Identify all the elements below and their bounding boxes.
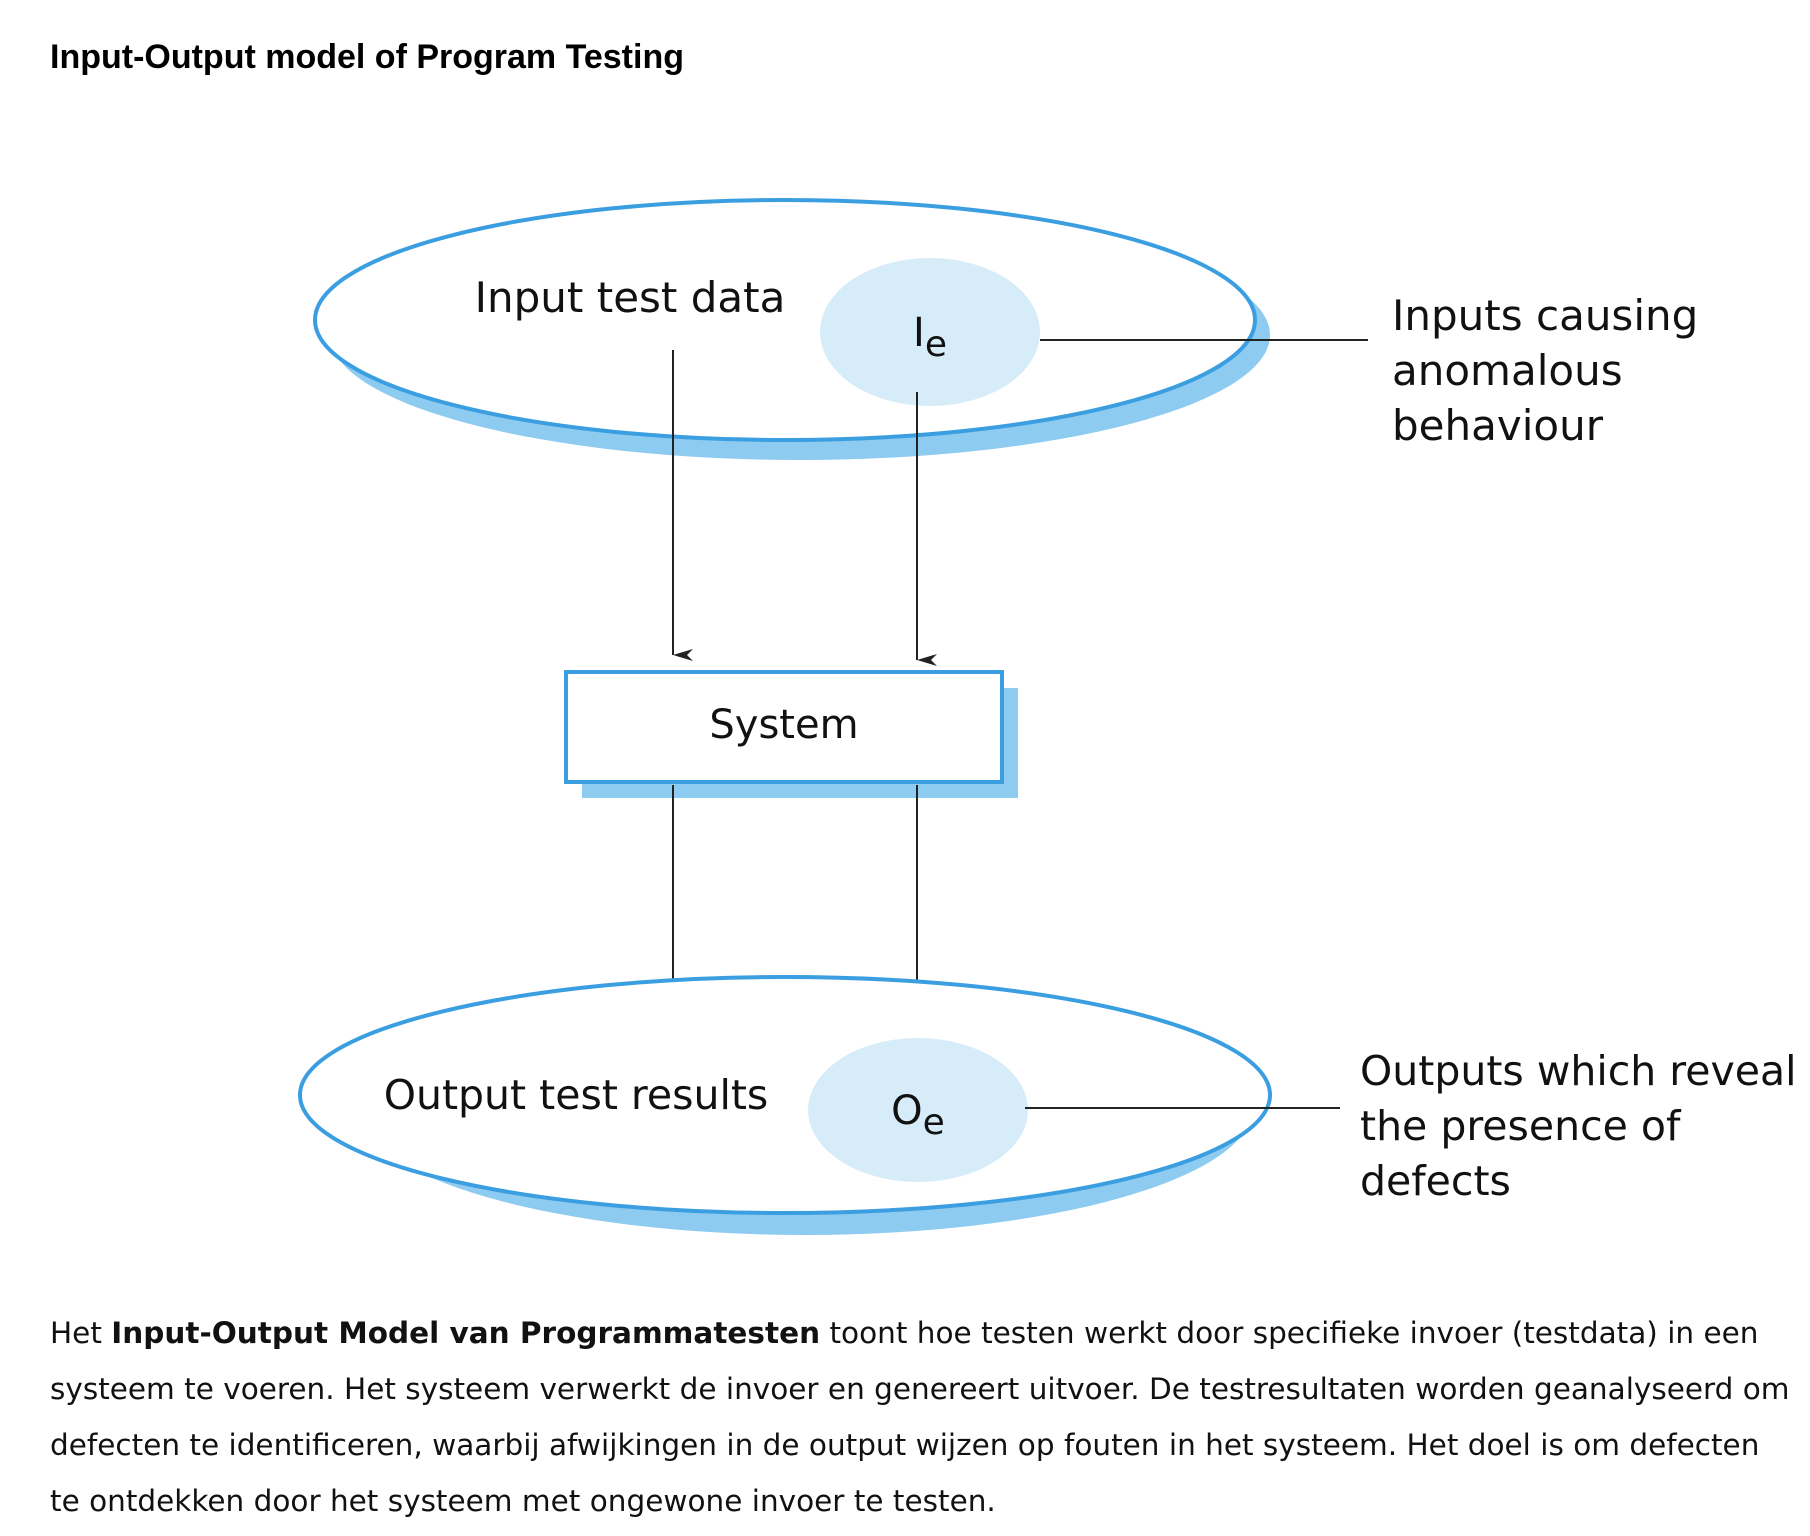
output-annotation-line-1: Outputs which reveal: [1360, 1047, 1796, 1095]
output-subset-label: Oe: [891, 1088, 945, 1143]
description-prefix: Het: [50, 1316, 112, 1350]
input-annotation-text: Inputs causing anomalous behaviour: [1392, 291, 1712, 450]
output-subset-sub: e: [923, 1102, 945, 1143]
output-set-ellipse: [298, 975, 1272, 1215]
input-subset-ellipse: [820, 258, 1040, 406]
system-box: System: [564, 670, 1018, 798]
input-output-diagram: Input test data Ie Inputs causing anomal…: [298, 198, 1810, 1235]
input-annotation-line-2: anomalous: [1392, 346, 1623, 395]
input-set-ellipse: [313, 198, 1257, 442]
input-set-label: Input test data: [475, 273, 786, 322]
system-label: System: [709, 702, 858, 748]
output-set: Output test results Oe: [298, 975, 1272, 1235]
input-annotation-line-1: Inputs causing: [1392, 291, 1698, 340]
output-annotation-line-2: the presence of: [1360, 1102, 1682, 1150]
input-subset-sub: e: [925, 324, 947, 365]
page-title: Input-Output model of Program Testing: [50, 38, 684, 76]
input-subset-label: Ie: [913, 310, 947, 365]
input-annotation-line-3: behaviour: [1392, 401, 1604, 450]
input-subset-main: I: [913, 310, 925, 356]
output-subset-main: O: [891, 1088, 922, 1134]
description-bold: Input-Output Model van Programmatesten: [111, 1316, 821, 1350]
output-annotation-line-3: defects: [1360, 1157, 1511, 1205]
output-set-label: Output test results: [384, 1071, 769, 1119]
output-annotation-text: Outputs which reveal the presence of def…: [1360, 1047, 1810, 1205]
description-rest: toont hoe testen werkt door specifieke i…: [50, 1316, 1790, 1518]
system-box-rect: [564, 670, 1004, 784]
description-paragraph: Het Input-Output Model van Programmatest…: [50, 1305, 1790, 1529]
output-subset-ellipse: [808, 1038, 1028, 1182]
input-set: Input test data Ie: [313, 198, 1270, 460]
